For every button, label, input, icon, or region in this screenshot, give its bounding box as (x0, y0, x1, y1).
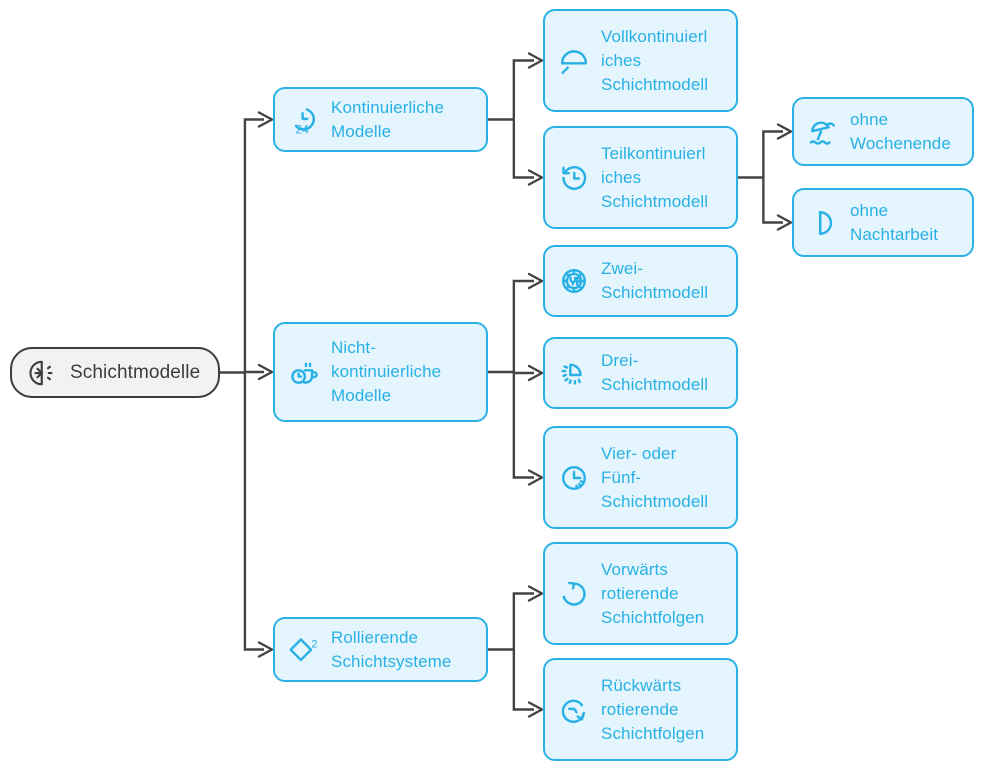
node-vollkontinuierliches-schichtmodell[interactable]: Vollkontinuierl iches Schichtmodell (543, 9, 738, 112)
edge-connector (512, 372, 534, 479)
edge-arrowhead (527, 364, 544, 382)
edge-arrowhead (527, 52, 544, 69)
rotate-clockwise-icon (557, 577, 591, 611)
umbrella-rain-icon (557, 44, 591, 78)
edge-connector (762, 130, 783, 178)
node-label: ohne Wochenende (850, 109, 951, 153)
edge-arrowhead (527, 469, 544, 486)
node-zwei-schichtmodell[interactable]: Zwei- Schichtmodell (543, 245, 738, 317)
edge-arrowhead (527, 701, 544, 718)
edge-connector (512, 279, 534, 372)
svg-text:24: 24 (296, 122, 310, 136)
node-vier-oder-fuenf-schichtmodell[interactable]: Vier- oder Fünf- Schichtmodell (543, 426, 738, 529)
edge-connector (512, 649, 534, 711)
edge-connector (243, 370, 264, 374)
coffee-clock-icon (287, 355, 321, 389)
node-label: Drei- Schichtmodell (601, 351, 709, 394)
edge-arrowhead (776, 214, 793, 231)
edge-arrowhead (257, 111, 274, 128)
edge-connector (512, 119, 534, 179)
svg-text:2: 2 (311, 638, 317, 650)
quarter-pie-rays-icon (557, 356, 591, 390)
edge-arrowhead (527, 585, 544, 602)
edge-connector (243, 118, 264, 373)
clock-rotate-icon (557, 161, 591, 195)
node-label: Nicht- kontinuierliche Modelle (331, 338, 442, 405)
node-label: Vollkontinuierl iches Schichtmodell (601, 26, 709, 94)
clock-24-icon: 24 (287, 103, 321, 137)
moon-icon (806, 206, 840, 240)
edge-arrowhead (527, 272, 544, 290)
node-label: Teilkontinuierl iches Schichtmodell (601, 143, 709, 211)
node-nicht-kontinuierliche-modelle[interactable]: Nicht- kontinuierliche Modelle (273, 322, 488, 422)
node-ohne-wochenende[interactable]: ohne Wochenende (792, 97, 974, 166)
node-label: Vier- oder Fünf- Schichtmodell (601, 443, 709, 511)
edge-arrowhead (257, 641, 274, 658)
node-vorwaerts-rotierende-schichtfolgen[interactable]: Vorwärts rotierende Schichtfolgen (543, 542, 738, 645)
node-label: Schichtmodelle (70, 361, 201, 383)
node-label: Zwei- Schichtmodell (601, 259, 709, 302)
beach-umbrella-icon (806, 115, 840, 149)
node-ohne-nachtarbeit[interactable]: ohne Nachtarbeit (792, 188, 974, 257)
node-kontinuierliche-modelle[interactable]: 24 Kontinuierliche Modelle (273, 87, 488, 152)
node-label: Kontinuierliche Modelle (331, 97, 445, 141)
clock-dial-globe-icon (557, 264, 591, 298)
node-drei-schichtmodell[interactable]: Drei- Schichtmodell (543, 337, 738, 409)
node-label: Rückwärts rotierende Schichtfolgen (601, 675, 705, 743)
node-teilkontinuierliches-schichtmodell[interactable]: Teilkontinuierl iches Schichtmodell (543, 126, 738, 229)
clock-ticks-icon (557, 461, 591, 495)
edge-connector (243, 372, 264, 651)
edge-connector (512, 371, 534, 375)
edge-connector (512, 59, 534, 120)
edge-connector (512, 592, 534, 650)
node-rueckwaerts-rotierende-schichtfolgen[interactable]: Rückwärts rotierende Schichtfolgen (543, 658, 738, 761)
node-label: Rollierende Schichtsysteme (331, 627, 452, 671)
edge-connector (762, 177, 783, 224)
half-clock-rays-icon (28, 358, 58, 388)
node-schichtmodelle[interactable]: Schichtmodelle (10, 347, 220, 398)
node-rollierende-schichtsysteme[interactable]: 2 Rollierende Schichtsysteme (273, 617, 488, 682)
diamond-2-icon: 2 (287, 633, 321, 667)
edge-arrowhead (776, 123, 793, 140)
rotate-counterclockwise-icon (557, 693, 591, 727)
node-label: Vorwärts rotierende Schichtfolgen (601, 559, 705, 627)
edge-arrowhead (257, 363, 274, 381)
edge-arrowhead (527, 169, 544, 186)
node-label: ohne Nachtarbeit (850, 200, 939, 244)
